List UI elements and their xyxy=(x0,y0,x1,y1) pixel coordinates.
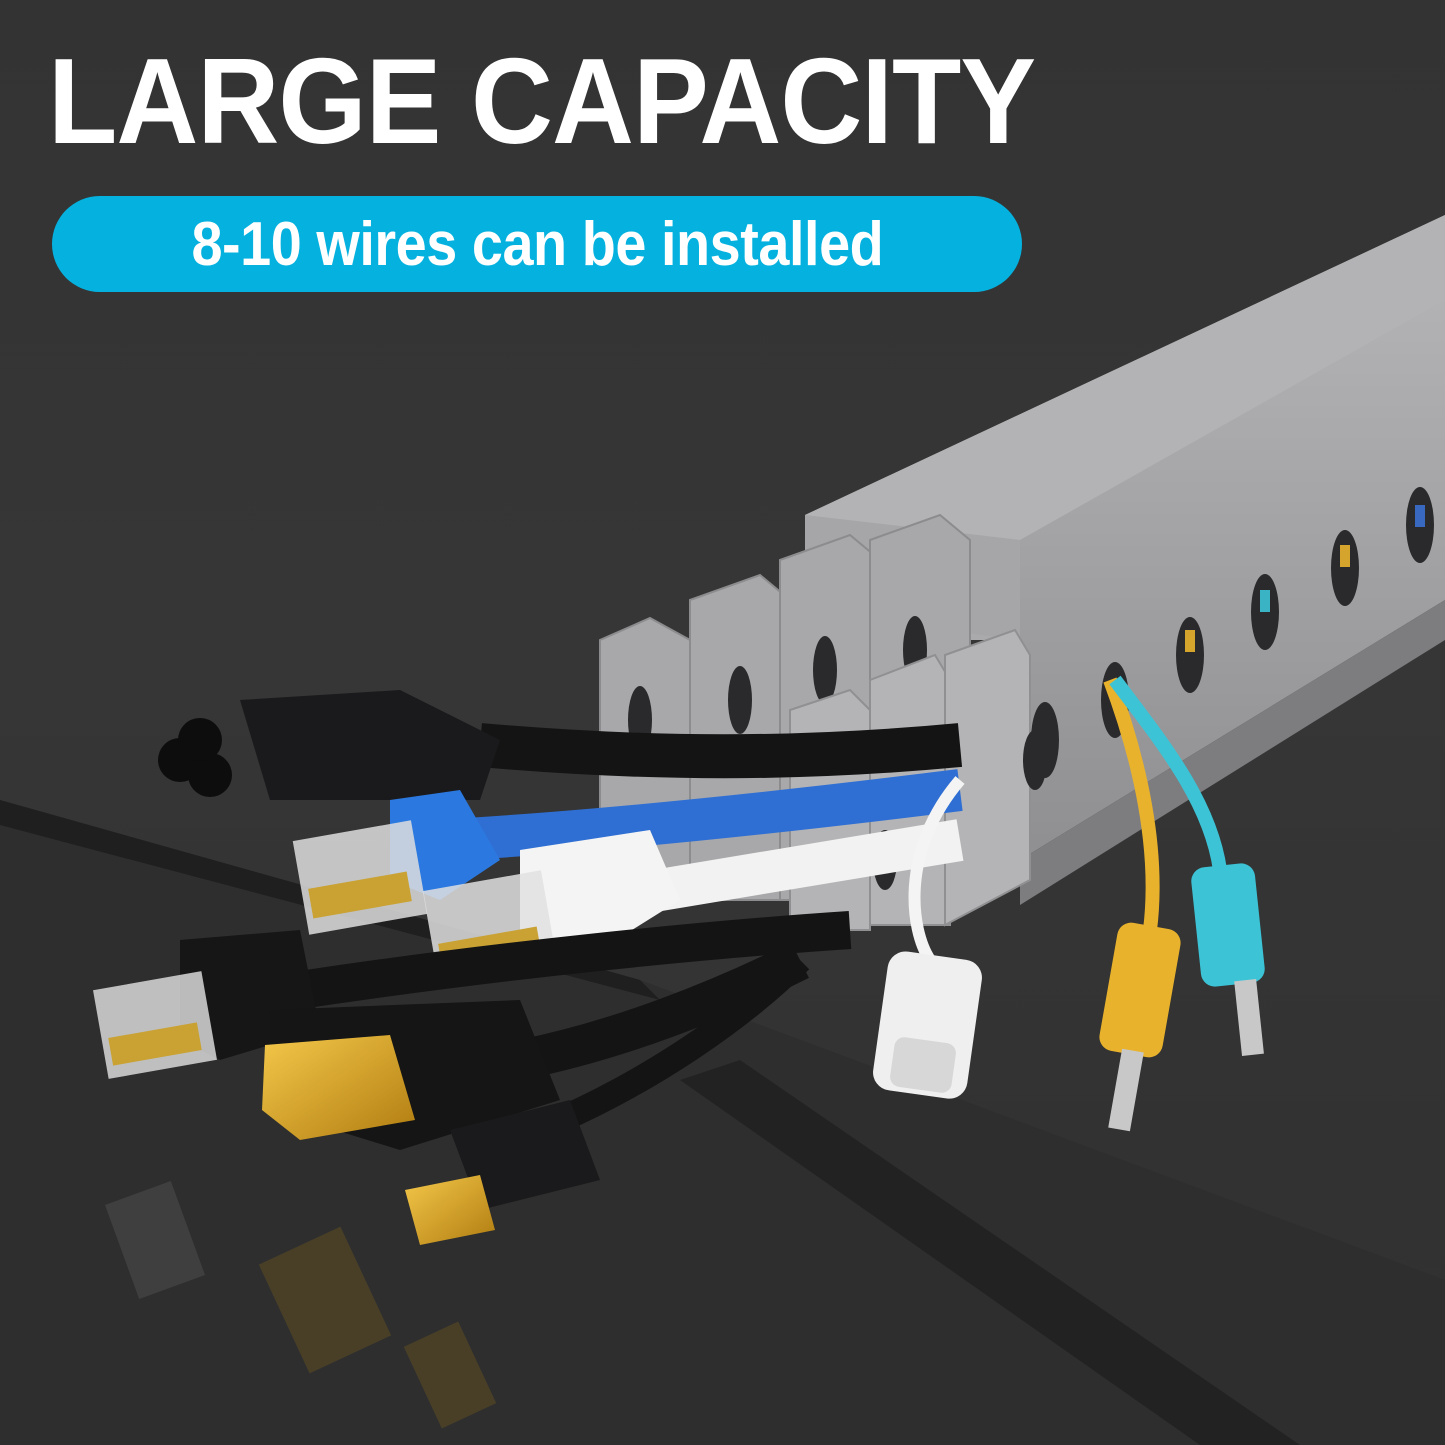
usb-c-cable xyxy=(873,776,982,1099)
ethernet-cable-black xyxy=(93,911,852,1079)
capacity-badge-label: 8-10 wires can be installed xyxy=(191,209,883,279)
power-cable xyxy=(158,690,963,800)
capacity-badge: 8-10 wires can be installed xyxy=(52,196,1022,292)
hdmi-cable xyxy=(405,950,810,1245)
audio-cable-cyan xyxy=(1109,675,1265,1056)
page-title: LARGE CAPACITY xyxy=(48,33,1036,169)
audio-cable-yellow xyxy=(1099,677,1181,1132)
ethernet-cable-blue xyxy=(292,769,963,935)
